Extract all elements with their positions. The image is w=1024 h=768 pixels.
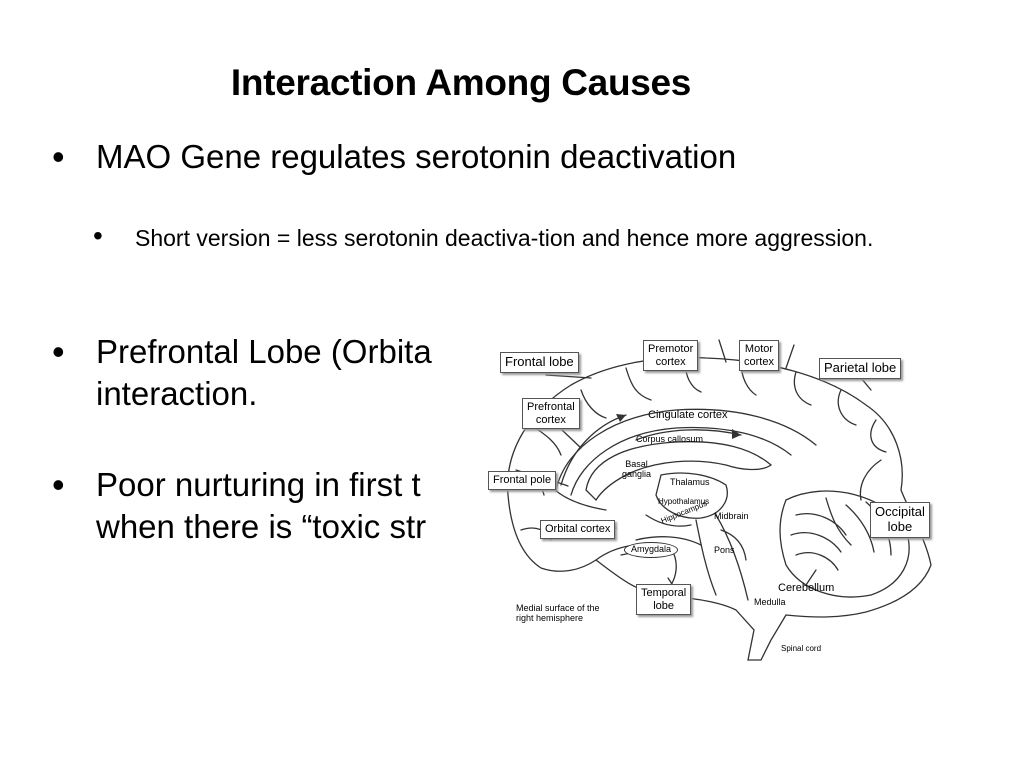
bullet-dot: • [52, 464, 65, 505]
label-line: Premotor [648, 343, 694, 355]
label-orbital-cortex: Orbital cortex [540, 520, 616, 539]
label-line: cortex [744, 355, 774, 368]
bullet-mao-gene: • MAO Gene regulates serotonin deactivat… [52, 136, 976, 178]
bullet-dot: • [52, 136, 65, 177]
bullet-dot: • [52, 331, 65, 372]
bullet-text-line-2: interaction. [96, 375, 258, 412]
label-thalamus: Thalamus [670, 477, 710, 487]
label-line: Basal [625, 459, 648, 469]
bullet-dot: • [93, 220, 103, 251]
label-line: lobe [887, 518, 913, 534]
bullet-text: MAO Gene regulates serotonin deactivatio… [96, 138, 737, 175]
label-line: lobe [653, 599, 675, 612]
label-line: Occipital [875, 504, 925, 519]
label-basal-ganglia: Basal ganglia [622, 459, 652, 480]
label-cingulate-cortex: Cingulate cortex [648, 409, 728, 421]
label-spinal-cord: Spinal cord [781, 644, 822, 653]
label-line: cortex [655, 355, 686, 368]
label-premotor-cortex: Premotor cortex [643, 340, 699, 372]
label-midbrain: Midbrain [714, 511, 749, 521]
label-line: cortex [535, 413, 566, 426]
bullet-text-line-1: Prefrontal Lobe (Orbita [96, 333, 432, 370]
label-temporal-lobe: Temporal lobe [636, 584, 692, 616]
bullet-text-line-1: Poor nurturing in first t [96, 466, 421, 503]
bullet-poor-nurturing: • Poor nurturing in first t when there i… [52, 464, 976, 548]
label-line: right hemisphere [516, 612, 584, 623]
label-amygdala: Amygdala [624, 542, 679, 558]
label-occipital-lobe: Occipital lobe [870, 502, 930, 538]
label-line: ganglia [622, 468, 652, 479]
sub-bullet-short-version: • Short version = less serotonin deactiv… [93, 220, 935, 254]
label-pons: Pons [714, 545, 735, 555]
label-medulla: Medulla [754, 597, 786, 607]
bullet-text-line-2: when there is “toxic str [96, 508, 427, 545]
bullet-prefrontal-lobe: • Prefrontal Lobe (Orbita interaction. [52, 331, 976, 415]
label-frontal-pole: Frontal pole [488, 471, 557, 490]
label-frontal-lobe: Frontal lobe [500, 352, 579, 373]
label-line: Prefrontal [527, 401, 575, 413]
slide-title: Interaction Among Causes [230, 62, 692, 103]
label-line: Temporal [641, 587, 687, 599]
label-cerebellum: Cerebellum [778, 582, 835, 594]
label-corpus-callosum: Corpus callosum [636, 434, 704, 444]
label-prefrontal-cortex: Prefrontal cortex [522, 398, 580, 430]
label-hypothalamus: Hypothalamus [658, 497, 710, 506]
label-parietal-lobe: Parietal lobe [819, 358, 902, 379]
label-line: Medial surface of the [516, 603, 600, 613]
label-motor-cortex: Motor cortex [739, 340, 779, 372]
brain-diagram: Frontal lobe Premotor cortex Motor corte… [486, 330, 956, 670]
label-medial-surface: Medial surface of the right hemisphere [516, 603, 600, 624]
bullet-text: Short version = less serotonin deactiva-… [135, 225, 874, 251]
label-line: Motor [744, 343, 774, 355]
